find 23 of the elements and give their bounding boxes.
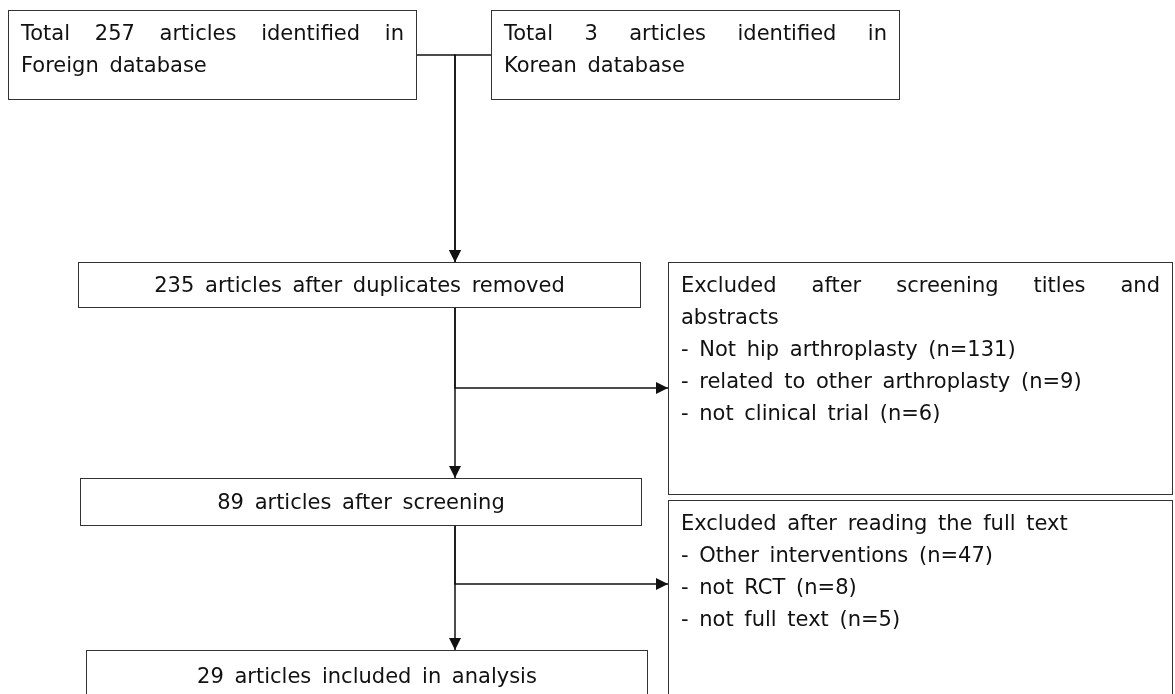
- list-item: - not RCT (n=8): [681, 574, 858, 601]
- box-heading: Excluded after screening titles and abstracts: [681, 272, 1160, 331]
- process-box: [8, 10, 417, 100]
- process-box: [80, 478, 642, 526]
- list-item: - not clinical trial (n=6): [681, 400, 942, 427]
- list-item: - Not hip arthroplasty (n=131): [681, 336, 1017, 363]
- process-box: [668, 500, 1173, 694]
- box-heading: Total 257 articles identified in Foreign database: [21, 20, 404, 79]
- box-heading: 89 articles after screening: [216, 489, 506, 516]
- list-item: - not full text (n=5): [681, 606, 902, 633]
- list-item: - Other interventions (n=47): [681, 542, 994, 569]
- list-item: - related to other arthroplasty (n=9): [681, 368, 1083, 395]
- process-box: [491, 10, 900, 100]
- box-heading: 29 articles included in analysis: [196, 662, 538, 690]
- arrow: [454, 307, 669, 394]
- box-heading: Total 3 articles identified in Korean database: [504, 20, 887, 79]
- box-heading: Excluded after reading the full text: [681, 510, 1069, 537]
- process-box: [668, 262, 1173, 495]
- process-box: [78, 262, 641, 308]
- arrow: [454, 525, 669, 590]
- box-heading: 235 articles after duplicates removed: [153, 272, 566, 299]
- process-box: [86, 650, 648, 694]
- arrow: [449, 54, 492, 263]
